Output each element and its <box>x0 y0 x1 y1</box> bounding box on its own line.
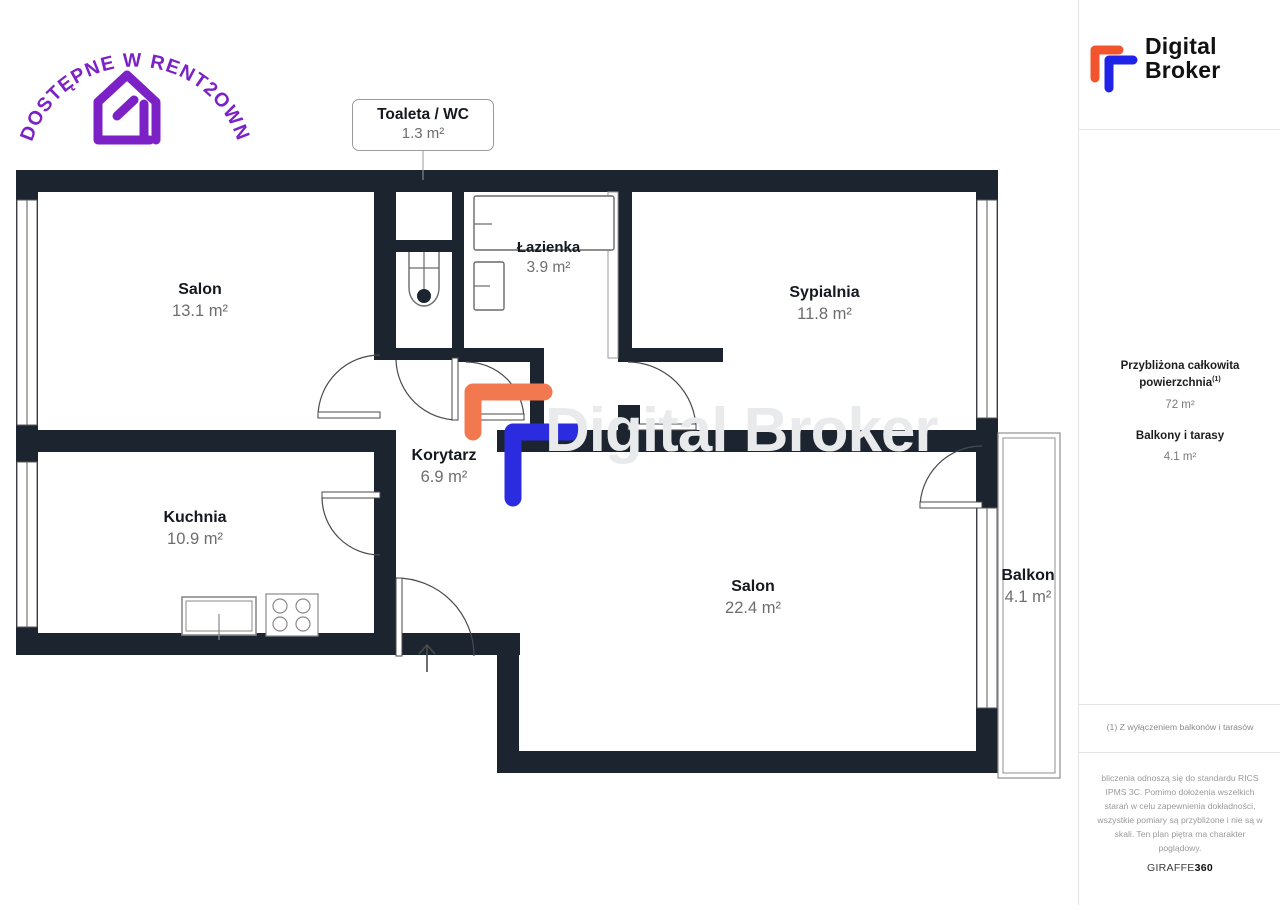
digital-broker-logo: Digital Broker <box>1079 32 1280 102</box>
room-label-balkon: Balkon 4.1 m² <box>969 567 1087 607</box>
house-icon <box>93 70 161 145</box>
balcony-area-value: 4.1 m² <box>1163 450 1197 463</box>
room-area: 6.9 m² <box>420 468 468 486</box>
room-area: 10.9 m² <box>167 530 223 548</box>
panel-divider-footnote <box>1079 704 1280 705</box>
wall-bath-bottom <box>452 348 542 362</box>
wall-bath-left <box>452 192 464 360</box>
wall-wc-top <box>396 240 464 252</box>
total-area-value: 72 m² <box>1165 399 1195 412</box>
room-label-korytarz: Korytarz 6.9 m² <box>385 447 503 487</box>
info-side-panel: Digital Broker Przybliżona całkowita pow… <box>1078 0 1280 905</box>
wall-entry-bottom <box>380 633 520 655</box>
wall-balcony-bottom-stub <box>976 708 998 773</box>
room-area: 11.8 m² <box>797 305 852 323</box>
callout-toaleta-wc: Toaleta / WC 1.3 m² <box>352 99 494 151</box>
door-swing-wc <box>395 359 459 421</box>
windows <box>16 191 998 709</box>
provider-suffix: 360 <box>1194 862 1214 874</box>
door-swings <box>317 354 983 657</box>
balcony-area-block: Balkony i tarasy 4.1 m² <box>1079 428 1280 463</box>
stove-icon <box>265 593 319 637</box>
door-swing-balcony <box>919 445 983 509</box>
total-area-title-text: Przybliżona całkowita powierzchnia <box>1120 360 1240 389</box>
room-label-salon-1: Salon 13.1 m² <box>140 281 260 321</box>
panel-divider-top <box>1079 129 1280 130</box>
digital-broker-mark-icon <box>1090 45 1138 93</box>
room-label-kuchnia: Kuchnia 10.9 m² <box>134 509 256 549</box>
room-area: 3.9 m² <box>526 259 571 276</box>
floorplan-svg <box>16 151 1061 779</box>
rent2own-badge-svg: DOSTĘPNE W RENT2OWN <box>16 49 253 145</box>
wall-sypialnia-bottom-left <box>618 348 723 362</box>
orange-marker[interactable] <box>464 383 553 441</box>
room-area: 13.1 m² <box>172 302 228 320</box>
room-name: Łazienka <box>516 239 581 256</box>
fixtures <box>181 195 615 640</box>
balcony-area-title: Balkony i tarasy <box>1135 430 1225 442</box>
room-area: 4.1 m² <box>1004 588 1052 606</box>
room-label-salon-2: Salon 22.4 m² <box>692 578 814 618</box>
wall-top <box>16 170 998 192</box>
panel-disclaimer: bliczenia odnoszą się do standardu RICS … <box>1097 773 1263 853</box>
room-label-sypialnia: Sypialnia 11.8 m² <box>762 284 887 324</box>
callout-room-name: Toaleta / WC <box>377 106 469 123</box>
room-name: Salon <box>178 281 222 298</box>
door-swing-entry <box>395 577 475 657</box>
door-swing-lazienka <box>465 361 525 421</box>
panel-footnote: (1) Z wyłączeniem balkonów i tarasów <box>1106 722 1254 732</box>
door-swing-kuchnia <box>321 496 381 556</box>
bathtub-icon <box>473 195 615 251</box>
room-name: Kuchnia <box>163 509 227 526</box>
panel-divider-disclaimer <box>1079 752 1280 753</box>
callout-room-area: 1.3 m² <box>401 125 445 142</box>
provider-branding: GIRAFFE360 <box>1079 862 1280 874</box>
window-sypialnia-inner <box>607 191 619 359</box>
balcony-outline <box>997 432 1061 779</box>
entry-arrow-icon <box>418 643 436 672</box>
wall-balcony-top-stub <box>976 450 998 508</box>
room-area: 22.4 m² <box>725 599 781 617</box>
wall-bath-right <box>618 192 632 360</box>
toilet-bowl-dot <box>417 289 431 303</box>
wall-salon2-left <box>497 655 519 773</box>
digital-broker-wordmark: Digital Broker <box>1145 34 1220 82</box>
rent2own-badge: DOSTĘPNE W RENT2OWN <box>10 18 260 168</box>
room-name: Balkon <box>1001 567 1055 584</box>
total-area-footnote-marker: (1) <box>1212 375 1221 383</box>
wall-bottom-left <box>16 633 396 655</box>
room-name: Sypialnia <box>789 284 860 301</box>
wall-corridor-left-upper <box>374 170 396 360</box>
wall-wc-bottom <box>396 348 464 360</box>
brand-line-1: Digital <box>1145 33 1217 59</box>
total-area-block: Przybliżona całkowita powierzchnia(1) 72… <box>1079 358 1280 411</box>
blue-marker[interactable] <box>504 423 587 507</box>
wall-bottom-right <box>497 751 998 773</box>
door-swing-salon1 <box>317 354 381 418</box>
room-name: Korytarz <box>411 447 477 464</box>
annotation-markers[interactable] <box>464 383 587 507</box>
room-label-lazienka: Łazienka 3.9 m² <box>486 239 611 277</box>
total-area-title: Przybliżona całkowita powierzchnia(1) <box>1079 358 1280 391</box>
wall-salon1-kuchnia <box>16 430 396 452</box>
brand-line-2: Broker <box>1145 57 1221 84</box>
provider-name: GIRAFFE <box>1146 862 1195 874</box>
wall-sypialnia-bottom <box>632 430 977 452</box>
room-name: Salon <box>731 578 775 595</box>
door-swing-sypialnia <box>627 361 697 431</box>
wall-corridor-left-lower <box>374 430 396 655</box>
